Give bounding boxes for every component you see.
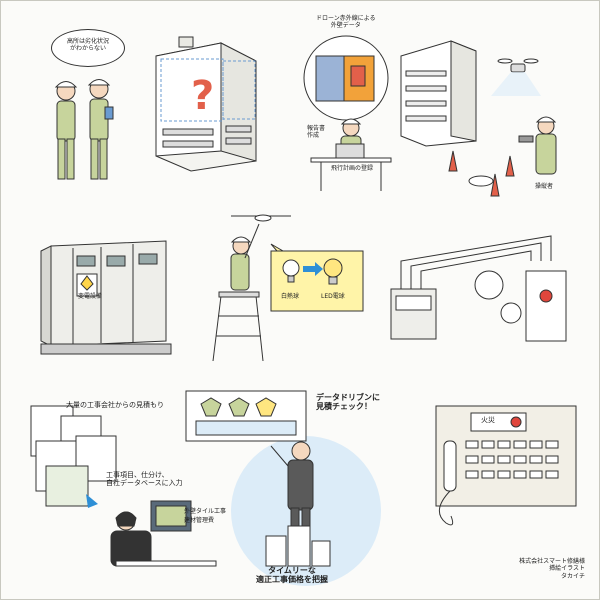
desk-worker	[310, 118, 392, 191]
input-caption: 工事項目、仕分け、 自社データベースに入力	[106, 471, 183, 488]
estimate-papers	[30, 405, 117, 507]
panel-inspection-problem: ? 高所は劣化状況 がわからない	[21, 21, 271, 196]
speech-text: 高所は劣化状況 がわからない	[66, 38, 109, 52]
operator	[518, 116, 557, 175]
timely-caption: タイムリーな 適正工事価格を把握	[256, 566, 328, 585]
panel4-artwork	[212, 214, 364, 362]
screen-line-2: 建材管理費	[184, 517, 215, 524]
credit-block: 株式会社スマート修繕様 挿絵イラスト タカイチ	[519, 558, 585, 581]
credit-company: 株式会社スマート修繕様	[519, 557, 585, 565]
credit-author: タカイチ	[560, 573, 585, 581]
incandescent-label: 白熱球	[281, 293, 300, 300]
panel-drone-survey: ドローン赤外線による 外壁データ 報告書 作成 飛行計画の登録 操縦者	[301, 15, 581, 197]
telephone-handset-icon	[443, 440, 457, 492]
question-mark-icon: ?	[191, 73, 214, 119]
bulb-compare-box	[270, 243, 364, 312]
panel-intercom: 火災	[426, 401, 581, 531]
worker-right	[87, 79, 114, 180]
check-headline: データドリブンに 見積チェック！	[316, 393, 380, 412]
arrow-icon	[86, 494, 98, 508]
panel-estimate-check: 大量の工事会社からの見積もり 工事項目、仕分け、 自社データベースに入力 外壁タ…	[16, 386, 386, 596]
building-illustration	[155, 36, 257, 172]
arrow-icon	[303, 262, 323, 276]
worker-left	[54, 81, 78, 180]
panel6-artwork	[30, 390, 381, 586]
panel1-artwork: ?	[54, 36, 257, 180]
panel-substation: 変電設備	[40, 226, 181, 361]
panel7-artwork	[435, 405, 577, 526]
traffic-cone-icon	[448, 150, 515, 197]
led-label: LED電球	[321, 293, 345, 300]
panel2-artwork	[303, 35, 557, 197]
thermal-bubble	[303, 35, 389, 121]
panel3-artwork	[40, 240, 172, 355]
thermal-caption: ドローン赤外線による 外壁データ	[316, 15, 376, 29]
warning-sign-icon	[80, 275, 94, 291]
panel-lighting: 白熱球 LED電球	[211, 206, 371, 366]
report-label: 報告書 作成	[307, 125, 326, 139]
fire-label: 火災	[481, 416, 495, 424]
chart-board	[185, 390, 307, 442]
building-tall	[400, 40, 477, 147]
city-buildings	[265, 525, 331, 567]
flight-plan-label: 飛行計画の登録	[331, 165, 374, 172]
operator-label: 操縦者	[535, 183, 554, 190]
led-bulb-icon	[323, 258, 343, 278]
panel-fire-alarm	[386, 231, 576, 351]
estimate-caption: 大量の工事会社からの見積もり	[66, 401, 164, 409]
screen-line-1: 外壁タイル工事	[184, 508, 227, 515]
drone-icon	[491, 58, 541, 96]
light-bulb-icon	[282, 259, 300, 277]
substation-sign: 変電設備	[78, 293, 103, 300]
smoke-detector-icon	[474, 270, 504, 300]
office-worker	[110, 500, 217, 567]
panel5-artwork	[390, 235, 567, 342]
speech-bubble: 高所は劣化状況 がわからない	[51, 29, 125, 67]
alarm-button-icon	[539, 289, 553, 303]
credit-project: 挿絵イラスト	[549, 565, 585, 573]
